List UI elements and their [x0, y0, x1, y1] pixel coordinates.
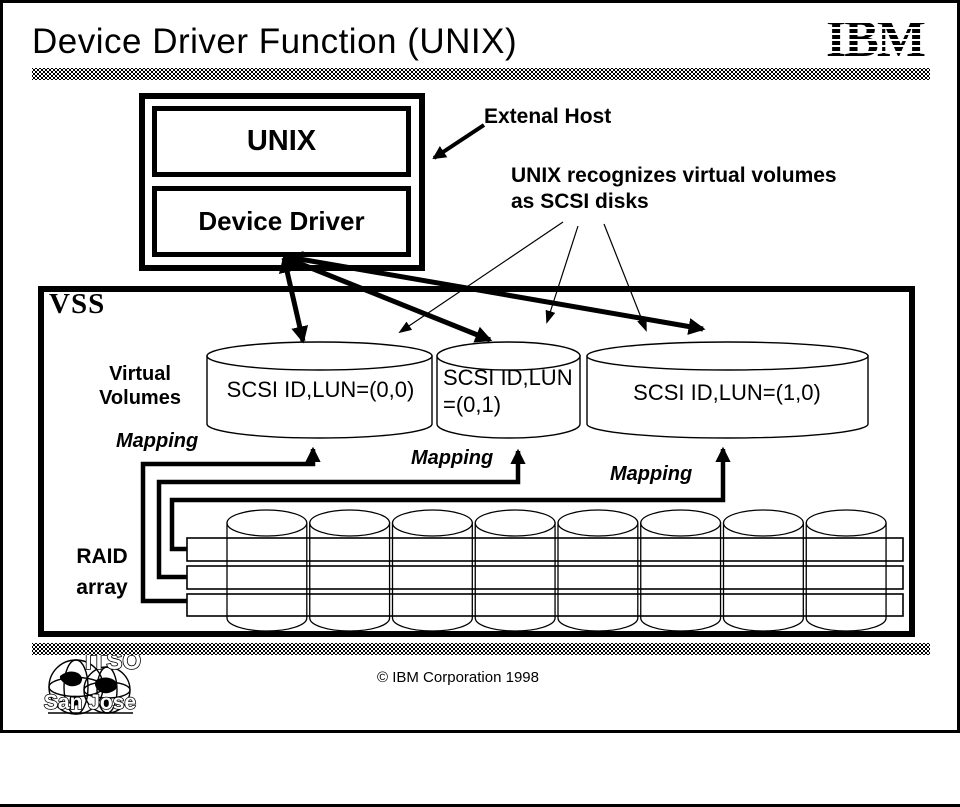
virtual-volumes-line1: Virtual: [109, 363, 171, 385]
vss-label: VSS: [49, 288, 106, 320]
volume-2-label-line1: SCSI ID,LUN: [443, 365, 573, 390]
raid-array-line1: RAID: [76, 545, 128, 568]
mapping-label-1: Mapping: [116, 430, 199, 452]
external-host-callout: Extenal Host: [484, 105, 612, 128]
header-divider-bar: [32, 68, 930, 80]
device-driver-box: Device Driver: [152, 186, 411, 257]
page-bottom-rule: [0, 804, 960, 807]
unix-box: UNIX: [152, 106, 411, 177]
volume-1-label: SCSI ID,LUN=(0,0): [226, 377, 415, 402]
volume-3-label: SCSI ID,LUN=(1,0): [633, 380, 821, 405]
scsi-annotation-line1: UNIX recognizes virtual volumes: [511, 164, 837, 187]
footer-divider-bar: [32, 643, 930, 655]
raid-array-label: RAID array: [60, 541, 144, 603]
virtual-volumes-label: Virtual Volumes: [84, 362, 196, 410]
ibm-logo-stripes: [826, 17, 930, 65]
page-title: Device Driver Function (UNIX): [32, 22, 518, 61]
ibm-logo: IBM: [826, 17, 930, 65]
volume-2-label-line2: =(0,1): [443, 392, 502, 417]
scsi-annotation-line2: as SCSI disks: [511, 190, 649, 213]
mapping-label-2: Mapping: [411, 447, 494, 469]
scsi-annotation: UNIX recognizes virtual volumes as SCSI …: [511, 163, 837, 215]
copyright-text: © IBM Corporation 1998: [377, 669, 539, 686]
virtual-volumes-line2: Volumes: [99, 387, 181, 409]
volume-2-label: SCSI ID,LUN =(0,1): [443, 364, 578, 418]
mapping-label-3: Mapping: [610, 463, 693, 485]
raid-array-line2: array: [76, 576, 128, 599]
